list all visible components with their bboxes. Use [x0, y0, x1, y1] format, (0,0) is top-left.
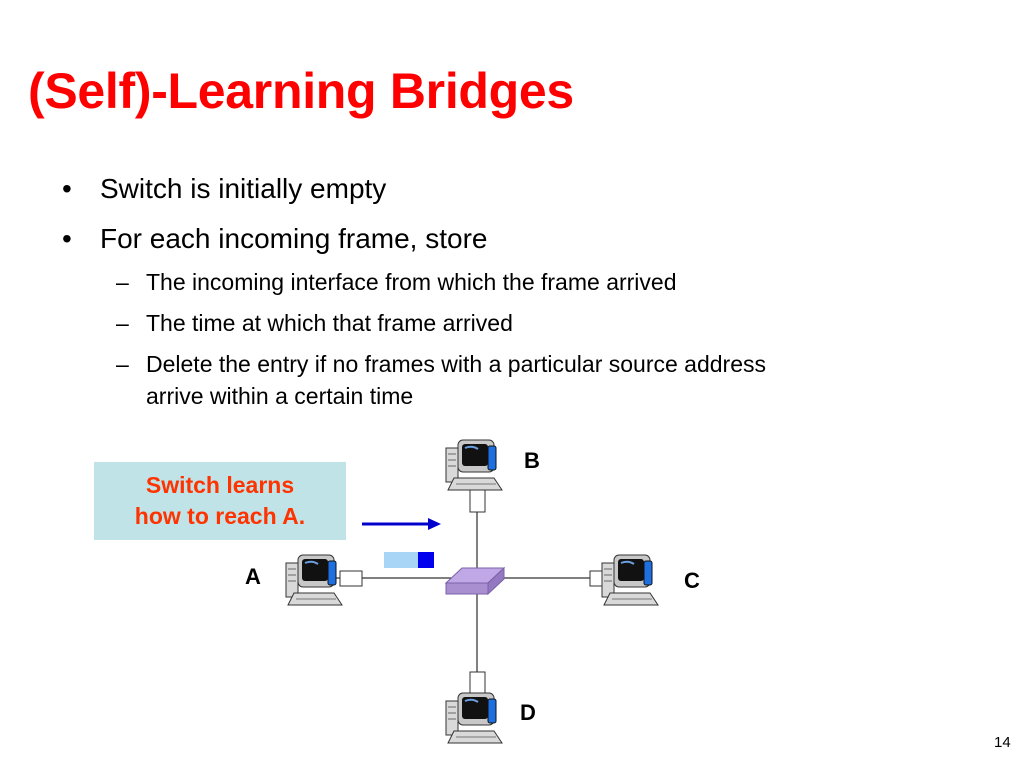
bullet-list: • Switch is initially empty • For each i…	[62, 173, 767, 409]
sub-bullet-text: The time at which that frame arrived	[146, 310, 513, 336]
sub-bullet-marker: –	[116, 310, 129, 336]
arrow-icon	[362, 518, 441, 530]
computer-icon-a	[285, 554, 343, 606]
slide-title: (Self)-Learning Bridges	[28, 63, 574, 119]
computer-icon-d	[445, 692, 503, 744]
computer-icon-c	[601, 554, 659, 606]
port-a	[339, 570, 363, 587]
bullet-text: Switch is initially empty	[100, 173, 387, 204]
sub-bullet-marker: –	[116, 351, 129, 377]
sub-bullet-text-continued: arrive within a certain time	[146, 383, 414, 409]
sub-bullet-marker: –	[116, 269, 129, 295]
node-label-c: C	[684, 568, 700, 593]
switch-icon	[444, 566, 506, 596]
node-label-d: D	[520, 700, 536, 725]
node-label-a: A	[245, 564, 261, 589]
node-label-b: B	[524, 448, 540, 473]
sub-bullet-text: The incoming interface from which the fr…	[146, 269, 677, 295]
sub-bullet-text: Delete the entry if no frames with a par…	[146, 351, 767, 377]
bullet-marker: •	[62, 223, 72, 254]
computer-icon-b	[445, 439, 503, 491]
bullet-marker: •	[62, 173, 72, 204]
bullet-text: For each incoming frame, store	[100, 223, 488, 254]
callout-line-1: Switch learns	[145, 472, 295, 498]
frame-icon	[384, 552, 434, 568]
callout-line-2: how to reach A.	[134, 503, 306, 529]
callout-box: Switch learns how to reach A.	[94, 462, 346, 540]
page-number: 14	[994, 734, 1011, 751]
